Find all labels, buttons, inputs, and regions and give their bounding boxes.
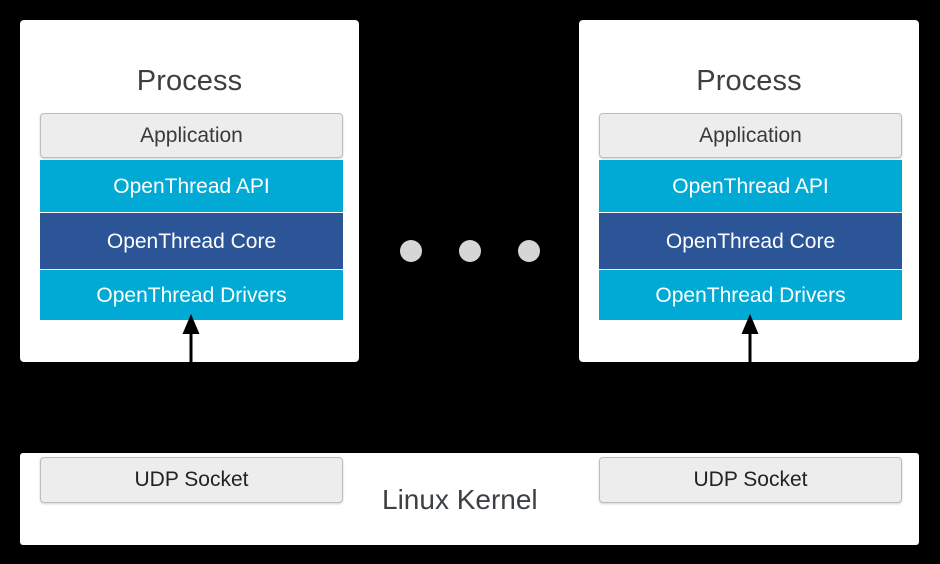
layer-openthread-api-label-right: OpenThread API — [672, 174, 829, 198]
process-box-left: Process Application OpenThread API OpenT… — [20, 20, 359, 362]
udp-socket-label-right: UDP Socket — [693, 468, 808, 491]
layer-openthread-drivers-right[interactable]: OpenThread Drivers — [599, 270, 902, 320]
process-box-right: Process Application OpenThread API OpenT… — [579, 20, 919, 362]
layer-openthread-drivers-label-right: OpenThread Drivers — [655, 283, 846, 307]
layer-openthread-drivers-left[interactable]: OpenThread Drivers — [40, 270, 343, 320]
layer-application-label-right: Application — [699, 124, 802, 147]
linux-kernel-box: UDP Socket Linux Kernel UDP Socket — [20, 453, 919, 545]
udp-socket-label-left: UDP Socket — [134, 468, 249, 491]
layer-openthread-core-left[interactable]: OpenThread Core — [40, 213, 343, 269]
udp-socket-right[interactable]: UDP Socket — [599, 457, 902, 503]
layer-openthread-api-left[interactable]: OpenThread API — [40, 160, 343, 212]
layer-openthread-drivers-label-left: OpenThread Drivers — [96, 283, 287, 307]
ellipsis-dot-3 — [518, 240, 540, 262]
layer-application-label-left: Application — [140, 124, 243, 147]
ellipsis-dot-1 — [400, 240, 422, 262]
layer-openthread-api-label-left: OpenThread API — [113, 174, 270, 198]
linux-kernel-title: Linux Kernel — [382, 484, 538, 515]
layer-openthread-core-right[interactable]: OpenThread Core — [599, 213, 902, 269]
ellipsis-dot-2 — [459, 240, 481, 262]
process-title-right: Process — [696, 65, 802, 97]
arrow-up-right — [741, 314, 759, 366]
layer-openthread-core-label-left: OpenThread Core — [106, 229, 277, 253]
layer-application-right[interactable]: Application — [599, 113, 902, 158]
layer-openthread-core-label-right: OpenThread Core — [665, 229, 836, 253]
process-title-left: Process — [136, 65, 243, 97]
layer-application-left[interactable]: Application — [40, 113, 343, 158]
udp-socket-left[interactable]: UDP Socket — [40, 457, 343, 503]
arrow-up-left — [182, 314, 200, 366]
layer-openthread-api-right[interactable]: OpenThread API — [599, 160, 902, 212]
